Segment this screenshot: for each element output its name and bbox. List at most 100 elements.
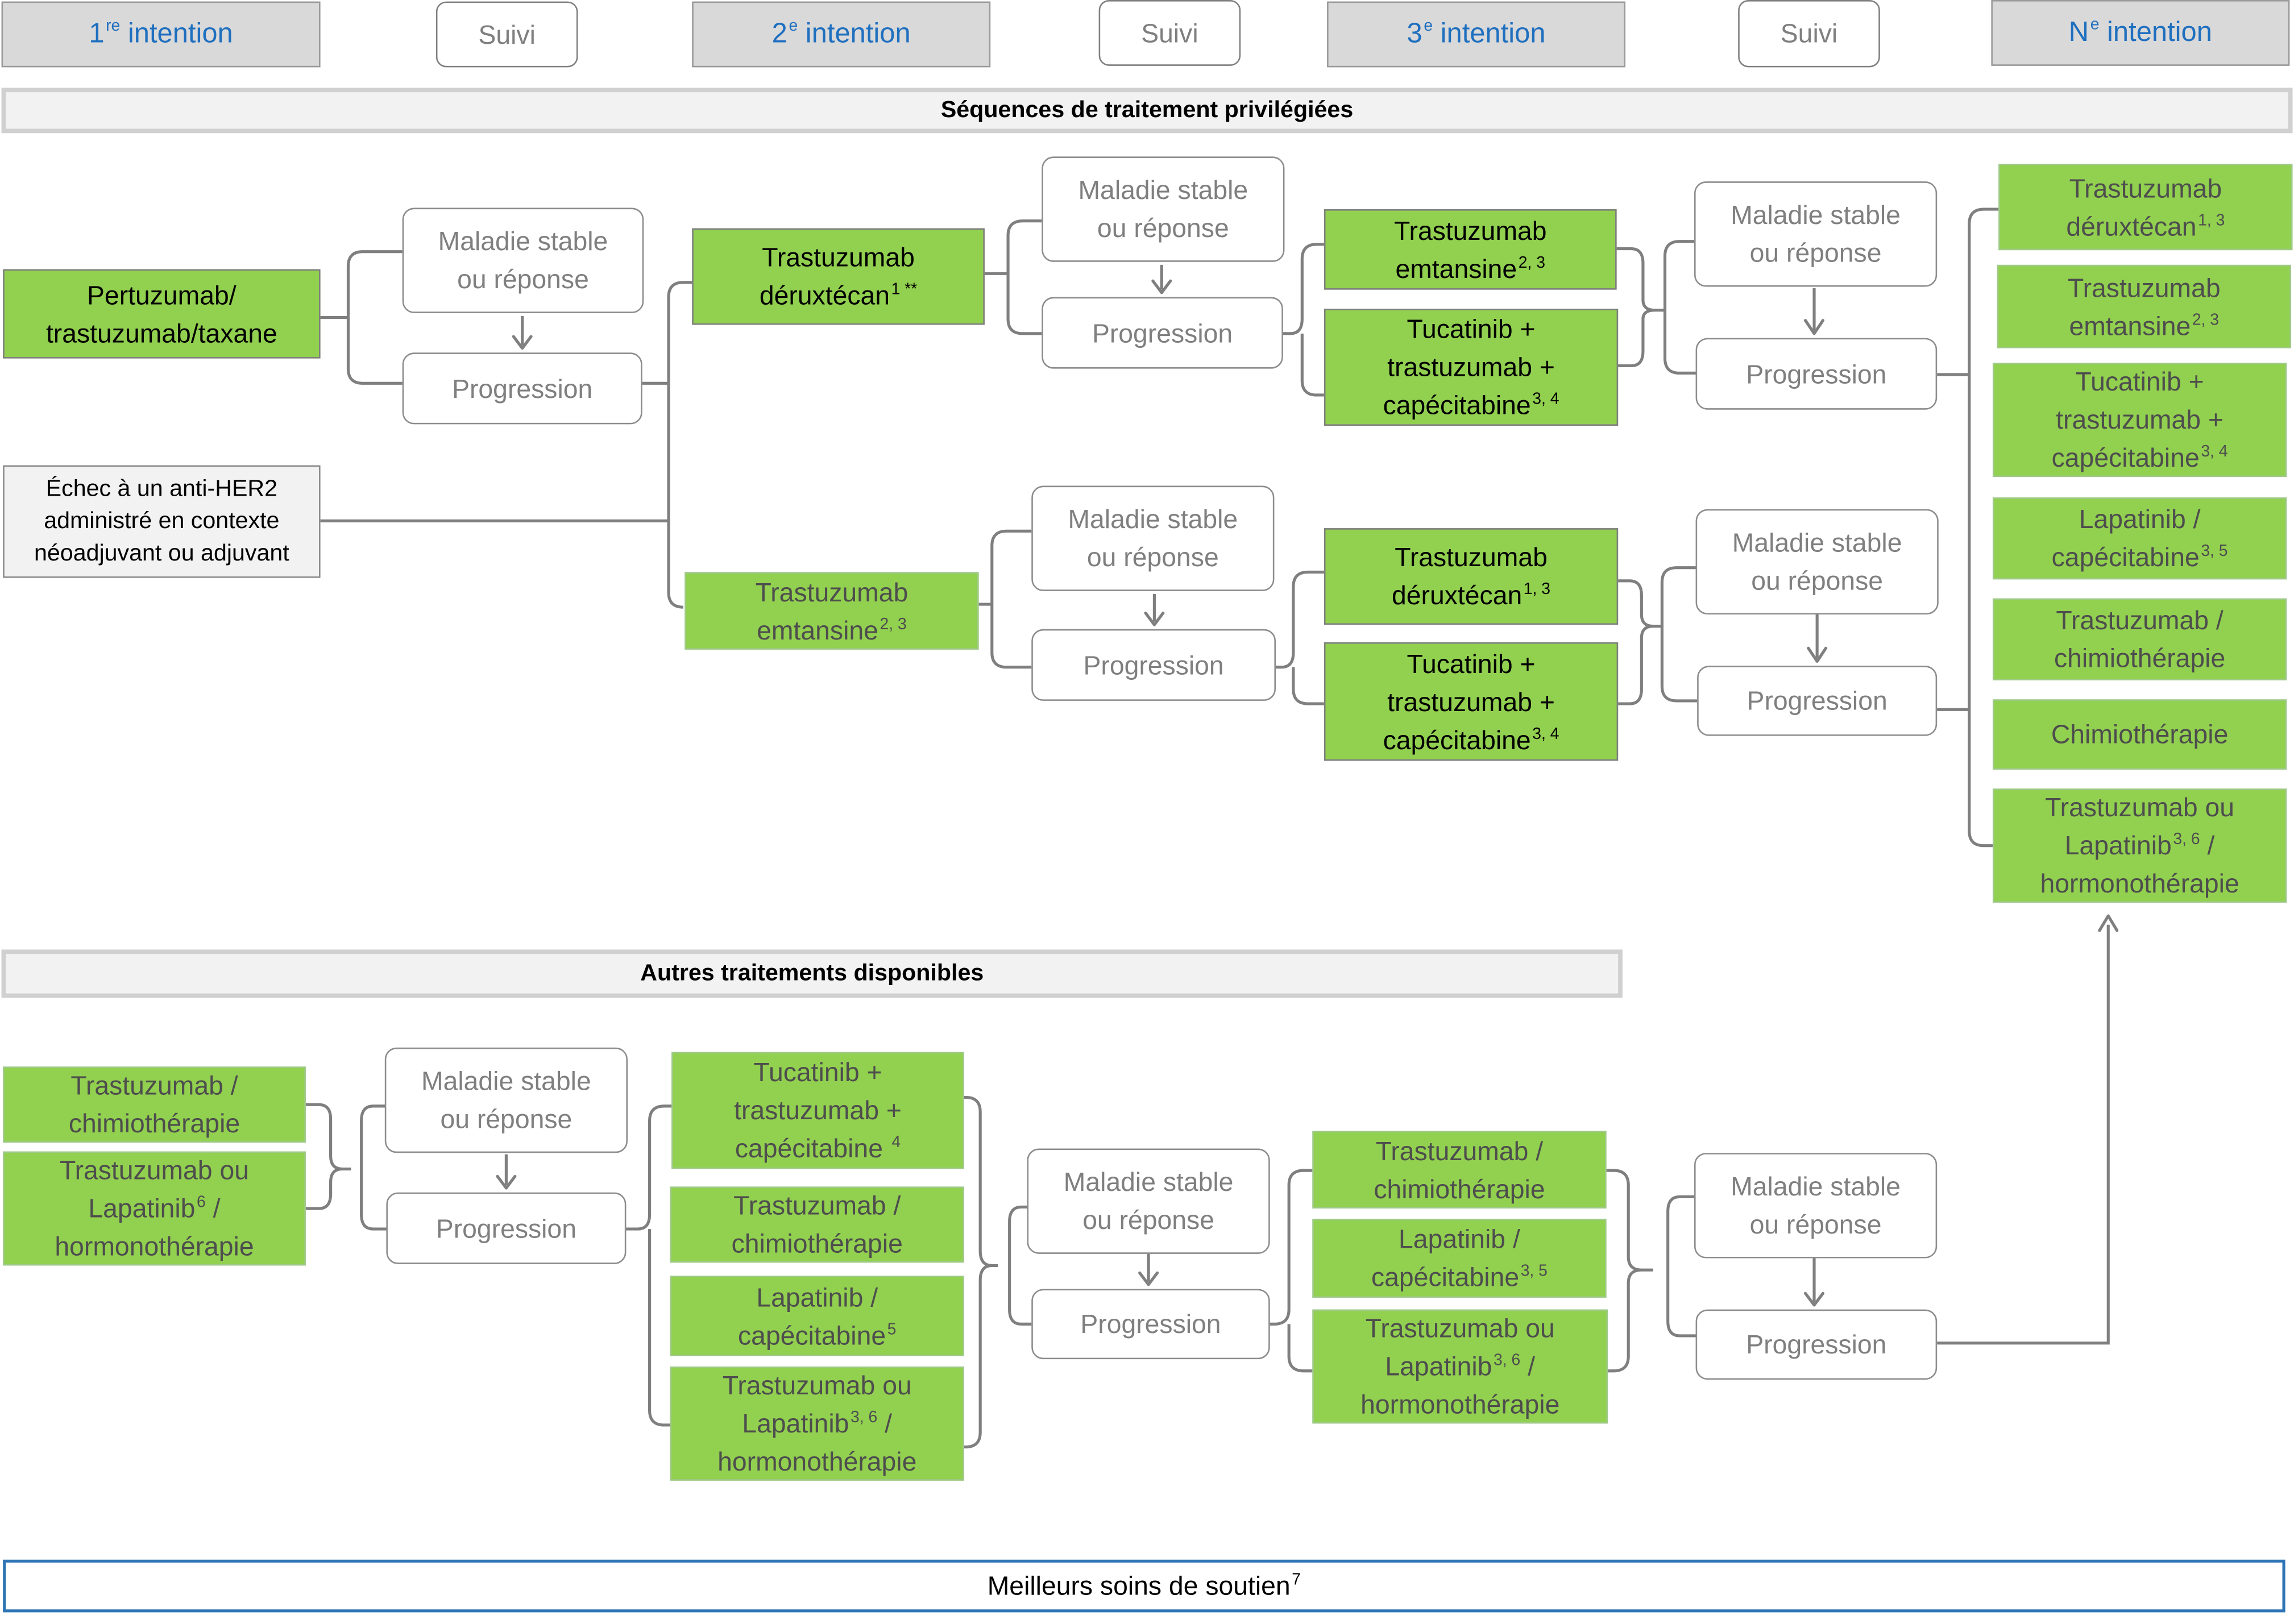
treatment-line: chimiothérapie	[731, 1229, 903, 1259]
progression-label: Progression	[1747, 686, 1888, 716]
progression-label: Progression	[1746, 1330, 1887, 1360]
progression-box: Progression	[1031, 1289, 1270, 1360]
treatment-line: capécitabine	[735, 1133, 890, 1164]
progression-box: Progression	[402, 352, 642, 425]
stable-line: Maladie stable	[1732, 528, 1902, 558]
progression-label: Progression	[435, 1214, 576, 1243]
stable-line: ou réponse	[1082, 1205, 1215, 1235]
treatment-line: Tucatinib +	[1407, 314, 1536, 344]
stable-or-response-box: Maladie stable ou réponse	[1042, 156, 1285, 262]
header-second-line-label: intention	[798, 18, 911, 49]
nth-trastuzumab-chemo-box: Trastuzumab / chimiothérapie	[1992, 598, 2287, 680]
other-trastuzumab-chemo-3rd-box: Trastuzumab / chimiothérapie	[1312, 1131, 1607, 1209]
footnote-ref: 2, 3	[1518, 254, 1546, 272]
other-tucatinib-combo-box: Tucatinib + trastuzumab + capécitabine 4	[671, 1052, 964, 1169]
treatment-line: emtansine	[1395, 254, 1517, 284]
treatment-line: déruxtécan	[1392, 580, 1523, 610]
treatment-line: Lapatinib	[1385, 1352, 1492, 1381]
stable-line: Maladie stable	[438, 226, 608, 256]
progression-box: Progression	[1695, 338, 1938, 410]
treatment-line: /	[877, 1409, 893, 1439]
treatment-line: Trastuzumab	[2068, 273, 2221, 302]
treatment-line: capécitabine	[1383, 725, 1531, 754]
progression-box: Progression	[1031, 629, 1276, 701]
treatment-line: Lapatinib /	[756, 1282, 878, 1312]
footnote-ref: 1 **	[891, 281, 918, 299]
best-supportive-care-label: Meilleurs soins de soutien	[987, 1571, 1291, 1601]
treatment-line: Trastuzumab ou	[2045, 793, 2235, 823]
progression-box: Progression	[386, 1192, 627, 1264]
stable-or-response-box: Maladie stable ou réponse	[402, 207, 644, 313]
treatment-line: Lapatinib /	[1399, 1224, 1520, 1254]
treatment-line: Lapatinib /	[2079, 504, 2201, 534]
stable-line: Maladie stable	[1731, 1172, 1901, 1202]
treatment-line: hormonothérapie	[55, 1232, 254, 1261]
treatment-line: Chimiothérapie	[2051, 720, 2229, 749]
progression-box: Progression	[1697, 666, 1938, 736]
header-second-line-num: 2	[771, 18, 787, 49]
treatment-line: trastuzumab +	[734, 1095, 902, 1125]
treatment-line: trastuzumab +	[1387, 352, 1555, 382]
header-third-line-num: 3	[1407, 18, 1422, 49]
failure-line: administré en contexte	[44, 508, 280, 534]
stable-line: ou réponse	[440, 1104, 573, 1134]
footnote-ref: 6	[197, 1194, 206, 1212]
stable-or-response-box: Maladie stable ou réponse	[1695, 509, 1939, 615]
header-second-line-sup: e	[789, 18, 798, 36]
anti-her2-failure-box: Échec à un anti-HER2 administré en conte…	[3, 465, 321, 578]
treatment-line: trastuzumab/taxane	[45, 318, 277, 348]
treatment-line: /	[205, 1194, 221, 1223]
treatment-line: /	[1520, 1352, 1536, 1381]
treatment-line: Trastuzumab /	[1375, 1136, 1544, 1166]
treatment-line: Trastuzumab /	[733, 1191, 901, 1220]
stable-or-response-box: Maladie stable ou réponse	[1027, 1148, 1270, 1254]
treatment-line: emtansine	[2069, 310, 2191, 340]
header-nth-line-num: N	[2068, 16, 2089, 48]
footnote-ref: 2, 3	[2192, 310, 2220, 329]
treatment-line: Tucatinib +	[2075, 367, 2204, 397]
treatment-line: trastuzumab +	[1387, 687, 1555, 716]
header-suivi-3: Suivi	[1738, 0, 1880, 68]
footnote-ref: 2, 3	[880, 615, 907, 633]
treatment-line: Trastuzumab ou	[59, 1156, 250, 1185]
treatment-line: chimiothérapie	[1374, 1174, 1545, 1204]
treatment-line: Lapatinib	[742, 1409, 849, 1439]
failure-line: Échec à un anti-HER2	[45, 476, 278, 501]
treatment-line: /	[2207, 830, 2215, 861]
header-suivi-1: Suivi	[435, 1, 578, 68]
footnote-ref: 1, 3	[1523, 580, 1551, 599]
treatment-line: trastuzumab +	[2056, 405, 2224, 435]
section-preferred-title: Séquences de traitement privilégiées	[940, 97, 1354, 122]
stable-line: Maladie stable	[1078, 175, 1248, 205]
treatment-line: capécitabine	[1383, 391, 1531, 420]
header-suivi-3-label: Suivi	[1780, 19, 1838, 48]
footnote-ref: 4	[891, 1133, 901, 1152]
treatment-line: Trastuzumab	[1393, 215, 1547, 246]
treatment-line: capécitabine	[2051, 443, 2200, 473]
footnote-ref: 5	[887, 1320, 897, 1338]
footnote-ref: 3, 5	[1520, 1262, 1548, 1281]
stable-or-response-box: Maladie stable ou réponse	[384, 1047, 628, 1153]
failure-line: néoadjuvant ou adjuvant	[34, 541, 289, 566]
header-first-line-num: 1	[89, 18, 105, 49]
footnote-ref: 3, 6	[1494, 1352, 1521, 1370]
stable-line: Maladie stable	[421, 1066, 591, 1096]
footnote-ref: 3, 4	[1532, 725, 1559, 743]
other-trastuzumab-chemo-2nd-box: Trastuzumab / chimiothérapie	[670, 1186, 964, 1263]
stable-line: ou réponse	[1749, 1210, 1882, 1240]
treatment-line: hormonothérapie	[2040, 869, 2239, 899]
